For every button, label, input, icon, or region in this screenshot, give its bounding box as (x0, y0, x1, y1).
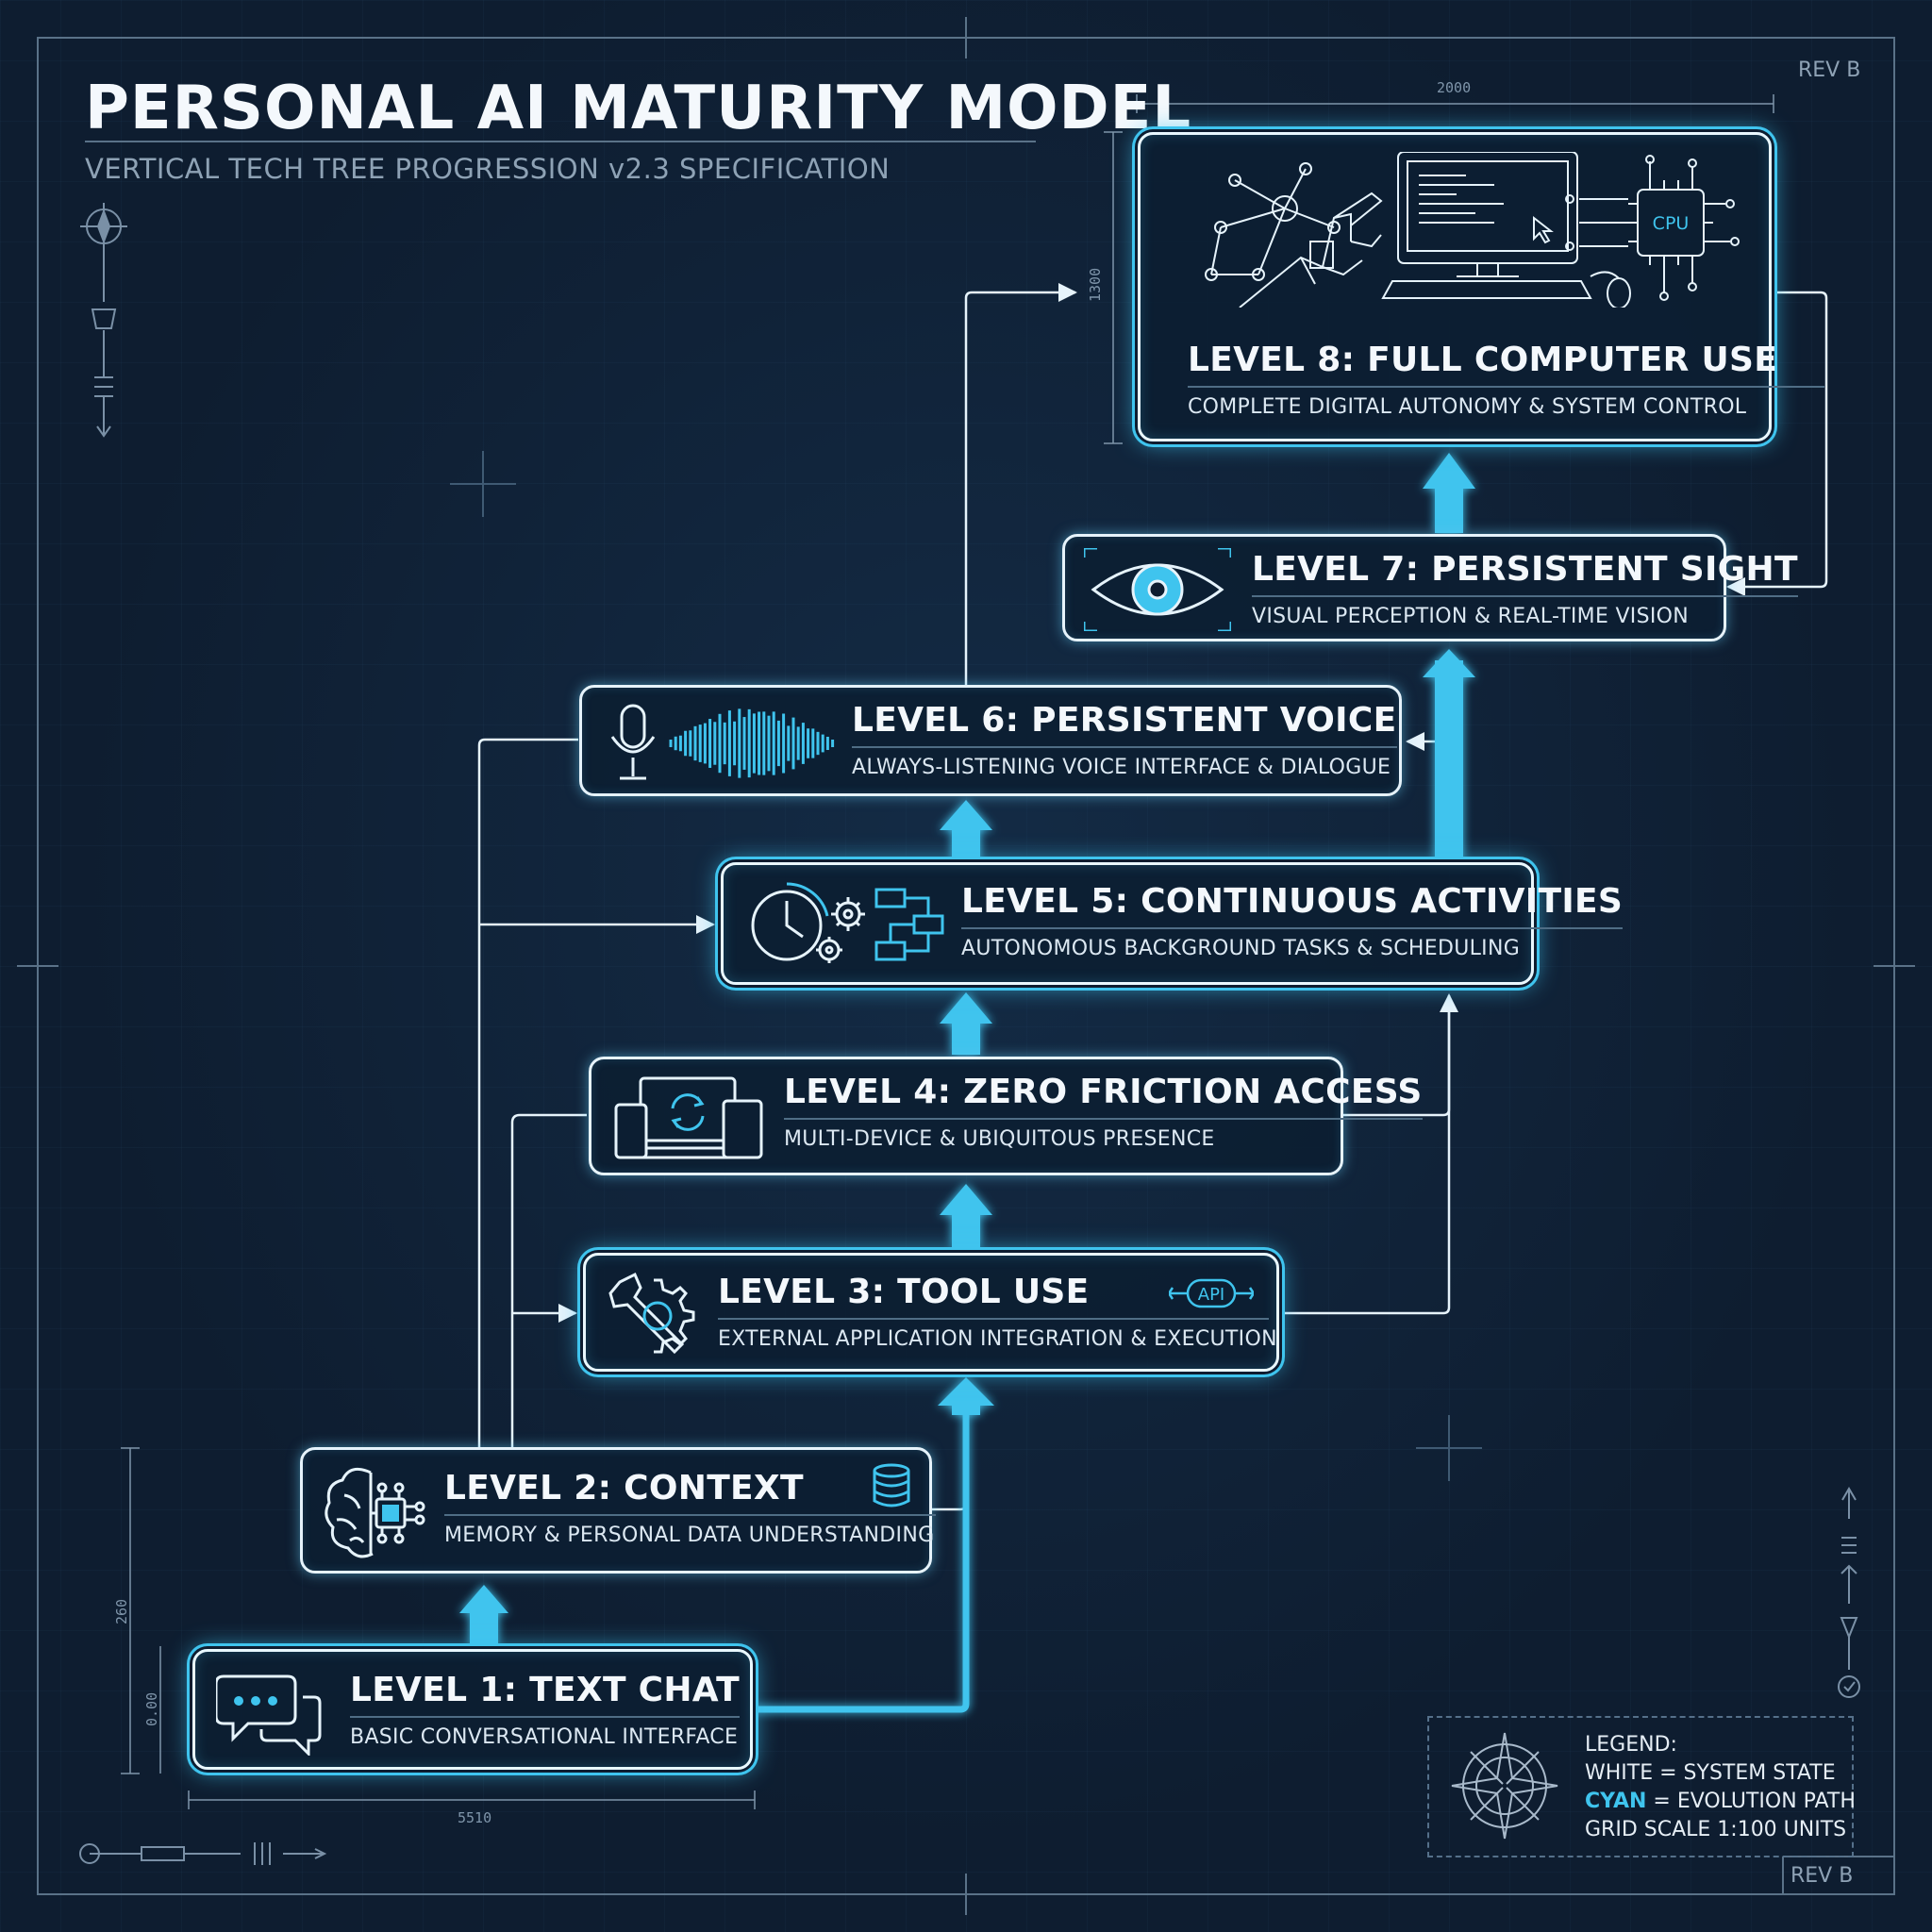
dimension-top-width: 2000 (1437, 79, 1472, 96)
blueprint-glyphs-bottom (79, 1842, 327, 1865)
dimension-bottom-width: 5510 (458, 1809, 492, 1826)
level-3-card[interactable]: API LEVEL 3: TOOL USE EXTERNAL APPLICATI… (583, 1253, 1279, 1372)
blueprint-frame (17, 17, 1915, 1915)
evolution-arrow-5-7 (1423, 649, 1475, 677)
api-connector-icon: API (1169, 1278, 1254, 1308)
level-6-subtitle: ALWAYS-LISTENING VOICE INTERFACE & DIALO… (852, 756, 1391, 779)
level-3-title: LEVEL 3: TOOL USE (718, 1273, 1269, 1320)
level-4-subtitle: MULTI-DEVICE & UBIQUITOUS PRESENCE (784, 1127, 1215, 1151)
compass-rose-icon (1451, 1732, 1558, 1840)
level-1-card[interactable]: LEVEL 1: TEXT CHAT BASIC CONVERSATIONAL … (192, 1649, 753, 1770)
legend-box: LEGEND: WHITE = SYSTEM STATE CYAN = EVOL… (1427, 1716, 1856, 1857)
database-icon (873, 1463, 910, 1507)
level-8-card[interactable]: CPU LEVEL 8: FULL COMPUTER USE COMPLETE … (1138, 132, 1825, 441)
level-1-subtitle: BASIC CONVERSATIONAL INTERFACE (350, 1725, 739, 1749)
page-title: PERSONAL AI MATURITY MODEL (85, 74, 1192, 143)
eye-icon (1084, 548, 1231, 631)
level-3-subtitle: EXTERNAL APPLICATION INTEGRATION & EXECU… (718, 1327, 1277, 1351)
evolution-arrow-3-4 (940, 1184, 992, 1247)
evolution-arrow-1-3 (938, 1377, 994, 1415)
legend-white: WHITE = SYSTEM STATE (1585, 1761, 1836, 1785)
level-6-card[interactable]: LEVEL 6: PERSISTENT VOICE ALWAYS-LISTENI… (579, 685, 1402, 796)
dimension-top-height: 1300 (1087, 267, 1104, 302)
level-7-card[interactable]: LEVEL 7: PERSISTENT SIGHT VISUAL PERCEPT… (1062, 534, 1798, 641)
crosshair-marks (450, 451, 1482, 1481)
level-7-title: LEVEL 7: PERSISTENT SIGHT (1252, 550, 1798, 597)
level-2-card[interactable]: LEVEL 2: CONTEXT MEMORY & PERSONAL DATA … (300, 1447, 936, 1574)
level-7-subtitle: VISUAL PERCEPTION & REAL-TIME VISION (1252, 605, 1690, 628)
chat-bubbles-icon (216, 1674, 322, 1756)
evolution-arrow-4-5 (940, 992, 992, 1055)
level-5-title: LEVEL 5: CONTINUOUS ACTIVITIES (961, 882, 1624, 929)
legend-cyan-word: CYAN (1585, 1790, 1647, 1813)
legend-cyan-rest: = EVOLUTION PATH (1646, 1790, 1856, 1813)
level-5-subtitle: AUTONOMOUS BACKGROUND TASKS & SCHEDULING (961, 937, 1521, 960)
level-8-subtitle: COMPLETE DIGITAL AUTONOMY & SYSTEM CONTR… (1188, 395, 1747, 419)
wrench-gear-icon (608, 1272, 695, 1355)
revision-label-top: REV B (1798, 58, 1861, 82)
blueprint-glyphs-right (1838, 1487, 1860, 1698)
level-8-title: LEVEL 8: FULL COMPUTER USE (1188, 341, 1825, 388)
system-state-wires (477, 283, 1828, 1511)
page-subtitle: VERTICAL TECH TREE PROGRESSION v2.3 SPEC… (85, 153, 891, 185)
revision-label-bottom: REV B (1790, 1864, 1854, 1888)
microphone-waveform-icon (610, 704, 835, 780)
level-8-badge: CPU (1653, 213, 1690, 234)
clock-gears-icon (751, 882, 944, 963)
level-6-title: LEVEL 6: PERSISTENT VOICE (852, 701, 1397, 748)
multi-device-icon (614, 1076, 763, 1159)
dimension-left-a: 260 (113, 1598, 130, 1624)
dimension-left-b: 0.00 (143, 1691, 160, 1726)
level-5-card[interactable]: LEVEL 5: CONTINUOUS ACTIVITIES AUTONOMOU… (721, 862, 1624, 985)
level-3-badge: API (1198, 1285, 1224, 1305)
evolution-arrow-5-6 (940, 800, 992, 860)
blueprint-glyphs-left (80, 203, 127, 438)
legend-cyan-row: CYAN = EVOLUTION PATH (1585, 1788, 1856, 1816)
brain-circuit-icon (325, 1467, 425, 1558)
level-1-title: LEVEL 1: TEXT CHAT (350, 1671, 741, 1718)
robot-hand-computer-icon: CPU (1205, 152, 1740, 308)
level-4-card[interactable]: LEVEL 4: ZERO FRICTION ACCESS MULTI-DEVI… (589, 1057, 1423, 1175)
dimension-lines (121, 94, 1774, 1809)
level-4-title: LEVEL 4: ZERO FRICTION ACCESS (784, 1073, 1423, 1120)
legend-scale: GRID SCALE 1:100 UNITS (1585, 1818, 1847, 1841)
evolution-arrow-1-2 (459, 1585, 508, 1646)
legend-heading: LEGEND: (1585, 1733, 1677, 1757)
level-2-subtitle: MEMORY & PERSONAL DATA UNDERSTANDING (444, 1524, 935, 1547)
evolution-path (459, 453, 1475, 1713)
level-2-title: LEVEL 2: CONTEXT (444, 1469, 936, 1516)
